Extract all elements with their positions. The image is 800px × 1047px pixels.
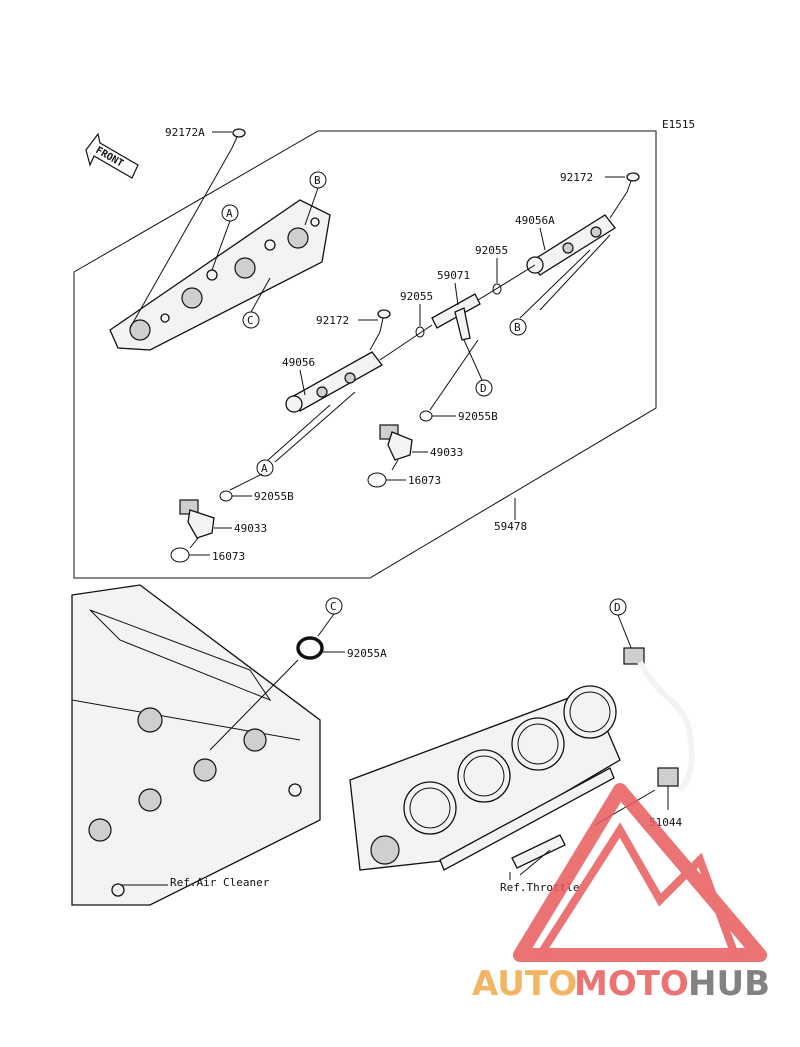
diagram-id: E1515: [662, 118, 695, 131]
callout-a-rail: A: [261, 462, 268, 475]
seal-16073-upper: [367, 472, 387, 488]
watermark-m-icon: [536, 822, 739, 958]
label-92055b-lower: 92055B: [254, 490, 294, 503]
joint-59071: [431, 293, 481, 341]
watermark-moto: MOTO: [574, 964, 689, 1004]
watermark-hub: HUB: [688, 964, 770, 1004]
label-92055b-upper: 92055B: [458, 410, 498, 423]
delivery-plate: [109, 199, 331, 351]
fuel-rail-left: [285, 351, 383, 413]
cylinder-head: [71, 584, 321, 906]
watermark-auto: AUTO: [472, 964, 577, 1004]
label-49033-lower: 49033: [234, 522, 267, 535]
callout-d-joint: D: [480, 382, 487, 395]
oring-92055b-lower: [219, 490, 233, 502]
label-92055a: 92055A: [347, 647, 387, 660]
oring-92055a: [296, 636, 324, 660]
bolt-92172-mid: [377, 309, 391, 333]
label-16073-upper: 16073: [408, 474, 441, 487]
fuel-hose: [623, 647, 695, 793]
label-92172-mid: 92172: [316, 314, 349, 327]
label-ref-air-cleaner: Ref.Air Cleaner: [170, 876, 270, 889]
throttle-body: [349, 685, 621, 871]
callout-a-plate: A: [226, 207, 233, 220]
assembly-boundary: [73, 130, 657, 579]
label-59478: 59478: [494, 520, 527, 533]
label-92172-right: 92172: [560, 171, 593, 184]
seal-16073-lower: [170, 547, 190, 563]
injector-lower: [179, 499, 215, 549]
oring-92055b-upper: [419, 410, 433, 422]
label-92055-right: 92055: [475, 244, 508, 257]
label-49056a: 49056A: [515, 214, 555, 227]
callout-b-plate: B: [314, 174, 321, 187]
bolt-92172-right: [626, 172, 640, 193]
front-arrow-icon: FRONT: [85, 132, 139, 179]
bolt-92172a: [231, 128, 246, 149]
label-16073-lower: 16073: [212, 550, 245, 563]
callout-d-hose: D: [614, 601, 621, 614]
label-49033-upper: 49033: [430, 446, 463, 459]
injector-upper: [379, 424, 413, 471]
label-49056: 49056: [282, 356, 315, 369]
label-92172a: 92172A: [165, 126, 205, 139]
oring-92055-right: [492, 283, 502, 295]
oring-92055-left: [415, 326, 425, 338]
automotohub-watermark: AUTO MOTO HUB: [472, 783, 770, 1004]
callout-b-rail: B: [514, 321, 521, 334]
label-92055-left: 92055: [400, 290, 433, 303]
clamp-51044: [657, 767, 679, 787]
fuel-rail-right: [526, 214, 616, 276]
callout-c-plate: C: [247, 314, 254, 327]
label-59071: 59071: [437, 269, 470, 282]
callout-c-head: C: [330, 600, 337, 613]
